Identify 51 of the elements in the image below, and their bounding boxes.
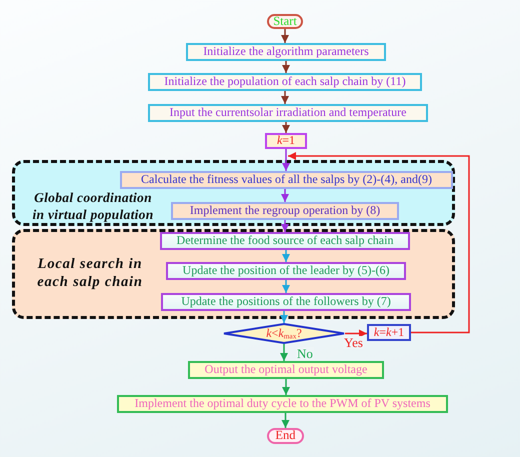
process-box bbox=[117, 395, 448, 413]
flow-arrow bbox=[282, 413, 290, 428]
edge-label: Yes bbox=[343, 336, 364, 348]
dashed-region bbox=[12, 229, 455, 319]
step-text: Initialize the algorithm parameters bbox=[203, 45, 369, 59]
process-box bbox=[120, 171, 453, 189]
dashed-region bbox=[12, 160, 455, 226]
group-label: Local search in each salp chain bbox=[36, 255, 144, 292]
step-text: Implement the optimal duty cycle to the PWM of PV systems bbox=[134, 397, 430, 411]
flow-arrow bbox=[282, 61, 290, 73]
process-box bbox=[160, 232, 410, 250]
condition-text: k<k$_{max}$? bbox=[266, 327, 302, 340]
flow-arrow bbox=[280, 311, 288, 323]
process-box bbox=[148, 104, 428, 122]
terminal-label: End bbox=[275, 429, 296, 443]
flow-arrow bbox=[281, 220, 289, 232]
flow-arrow bbox=[345, 330, 367, 338]
flow-arrow bbox=[288, 152, 470, 334]
flow-arrow bbox=[282, 149, 290, 171]
group-label: Global coordination in virtual population bbox=[31, 190, 155, 224]
step-text: Initialize the population of each salp chain by (11) bbox=[164, 75, 406, 89]
counter-box bbox=[265, 133, 307, 149]
step-text: Update the position of the leader by (5)-(6) bbox=[182, 264, 390, 278]
step-text: k=1 bbox=[276, 134, 296, 148]
flow-arrow bbox=[282, 280, 290, 293]
step-text: Determine the food source of each salp chain bbox=[176, 234, 394, 248]
edge-label: No bbox=[296, 347, 314, 360]
step-text: Implement the regroup operation by (8) bbox=[190, 204, 380, 218]
flow-arrow bbox=[282, 250, 290, 262]
end-terminal bbox=[267, 428, 304, 444]
step-text: Output the optimal output voltage bbox=[204, 363, 368, 377]
flow-arrow bbox=[280, 344, 288, 361]
process-box bbox=[166, 262, 406, 280]
step-text: Input the currentsolar irradiation and temperature bbox=[170, 106, 406, 120]
step-text: Update the positions of the followers by (7) bbox=[181, 295, 391, 309]
process-box bbox=[171, 202, 399, 220]
process-box bbox=[148, 73, 422, 91]
flow-arrow bbox=[281, 189, 289, 202]
decision-diamond bbox=[223, 323, 345, 344]
process-box bbox=[188, 361, 384, 379]
step-text: Calculate the fitness values of all the salps by (2)-(4), and(9) bbox=[141, 173, 432, 187]
flow-arrow bbox=[281, 91, 289, 104]
start-terminal bbox=[267, 14, 303, 29]
flow-arrow bbox=[281, 29, 289, 43]
process-box bbox=[367, 324, 411, 341]
terminal-label: Start bbox=[273, 14, 297, 28]
flow-arrow bbox=[282, 122, 290, 133]
flow-arrow bbox=[282, 379, 290, 395]
process-box bbox=[161, 293, 411, 311]
process-box bbox=[186, 43, 386, 61]
step-text: k=k+1 bbox=[374, 326, 404, 340]
